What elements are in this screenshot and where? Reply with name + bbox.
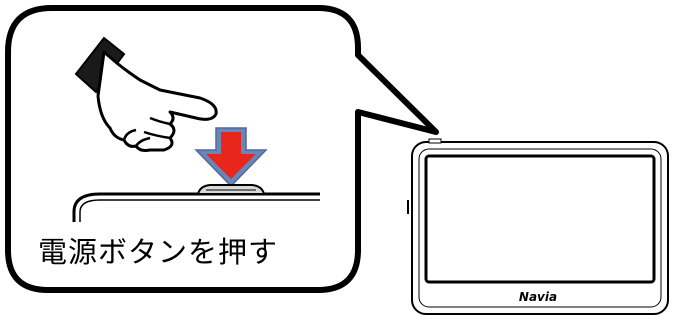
device-brand-logo: Navia [518,290,558,304]
down-arrow-icon [194,127,268,188]
pointing-hand-icon [74,36,218,152]
power-button [196,184,266,195]
navigation-device [407,138,669,315]
device-screen [424,154,656,284]
instruction-caption: 電源ボタンを押す [38,235,279,269]
device-power-button [428,138,442,144]
device-top-edge [72,192,320,222]
